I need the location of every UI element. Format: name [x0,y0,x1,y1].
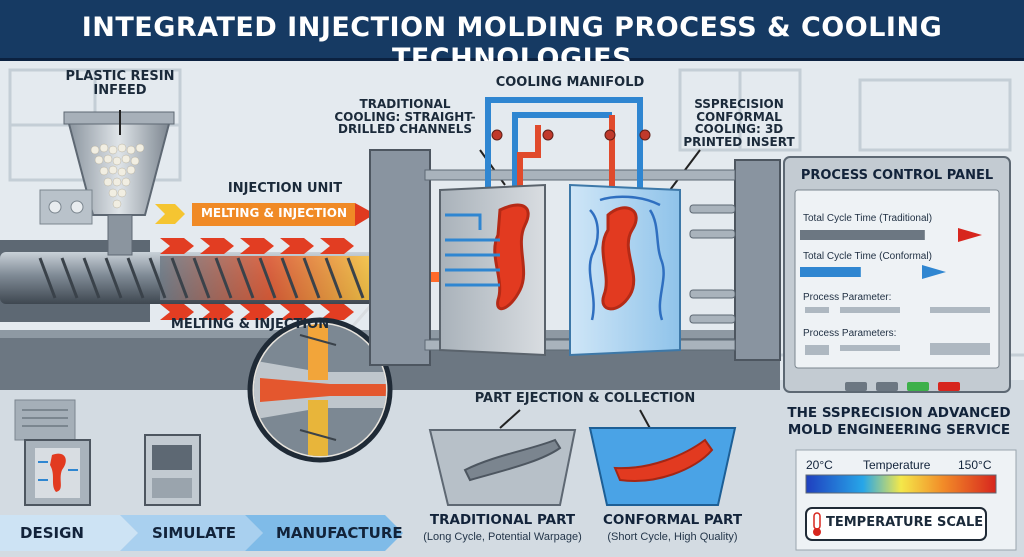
temperature-min: 20°C [806,458,833,472]
temperature-max: 150°C [958,458,992,472]
workflow-step-design: DESIGN [20,524,84,542]
traditional-part-title: TRADITIONAL PART [429,512,576,528]
cycle-time-conformal-label: Total Cycle Time (Conformal) [803,251,932,262]
process-parameters-label: Process Parameters: [803,328,897,339]
traditional-cycle-bar [800,230,925,240]
funnel-icon [63,111,175,256]
melting-injection-banner: MELTING & INJECTION [200,206,348,220]
cycle-time-traditional-label: Total Cycle Time (Traditional) [803,213,933,224]
conformal-cooling-label: SSPRECISION CONFORMAL COOLING: 3D PRINTE… [683,97,795,149]
part-ejection-label: PART EJECTION & COLLECTION [474,391,696,406]
screw-icon [38,257,365,299]
traditional-part-subtitle: (Long Cycle, Potential Warpage) [423,531,582,543]
control-panel-title: PROCESS CONTROL PANEL [800,168,994,183]
mold-icon [24,439,91,506]
temperature-label: Temperature [863,458,931,472]
conformal-part-title: CONFORMAL PART [602,512,743,528]
page-title: INTEGRATED INJECTION MOLDING PROCESS & C… [81,12,943,74]
injection-unit-label: INJECTION UNIT [227,181,343,196]
process-parameter-label: Process Parameter: [803,292,892,303]
conformal-cycle-bar [800,267,861,277]
melting-injection-label: MELTING & INJECTION [170,317,330,332]
workflow-step-manufacture: MANUFACTURE [276,524,403,542]
traditional-cooling-label: TRADITIONAL COOLING: STRAIGHT-DRILLED CH… [334,97,476,137]
resin-infeed-label: PLASTIC RESIN INFEED [65,69,175,98]
nozzle-magnifier-icon [247,254,419,463]
workflow-step-simulate: SIMULATE [152,524,236,542]
cooling-manifold-label: COOLING MANIFOLD [495,75,645,90]
service-label: THE SSPRECISION ADVANCED MOLD ENGINEERIN… [787,405,1011,438]
temperature-gradient [805,474,997,494]
title-bar [0,0,1024,61]
thermometer-icon [813,512,821,536]
conformal-part-subtitle: (Short Cycle, High Quality) [607,531,738,543]
temperature-scale-label: TEMPERATURE SCALE [826,515,984,530]
machine-icon [144,434,201,506]
